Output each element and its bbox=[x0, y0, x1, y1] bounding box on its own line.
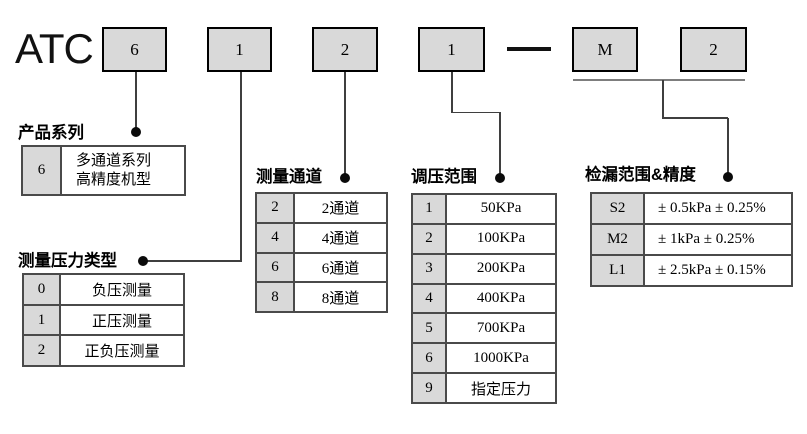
label-cell: 1000KPa bbox=[473, 349, 529, 366]
code-box-pressure-range: 1 bbox=[418, 27, 485, 72]
label-cell: ± 1kPa ± 0.25% bbox=[658, 231, 755, 247]
connector-line-pressure-range-v1 bbox=[451, 72, 453, 113]
code-cell: 4 bbox=[413, 284, 447, 313]
section-title-pressure-type: 测量压力类型 bbox=[18, 252, 117, 270]
connector-line-leak-v2 bbox=[727, 118, 729, 173]
section-title-product-series: 产品系列 bbox=[18, 124, 84, 142]
table-pressure-type: 0 负压测量 1 正压测量 2 正负压测量 bbox=[22, 273, 185, 367]
code-cell: 2 bbox=[24, 336, 61, 366]
code-box-leak-letter: M bbox=[572, 27, 638, 72]
code-cell: 0 bbox=[24, 275, 61, 304]
label-cell: 6通道 bbox=[321, 260, 360, 277]
table-row: 6 6通道 bbox=[257, 251, 386, 282]
table-row: 6 1000KPa bbox=[413, 342, 555, 373]
code-box-product-series: 6 bbox=[102, 27, 167, 72]
code-cell: M2 bbox=[592, 225, 645, 254]
code-box-pressure-type: 1 bbox=[207, 27, 272, 72]
label-cell: ± 2.5kPa ± 0.15% bbox=[658, 262, 766, 278]
connector-line-pressure-range-v2 bbox=[499, 112, 501, 174]
label-cell: 8通道 bbox=[321, 290, 360, 307]
connector-dot-pressure-type bbox=[138, 256, 148, 266]
label-cell: 400KPa bbox=[476, 290, 526, 306]
code-cell: 2 bbox=[257, 194, 295, 222]
connector-line-leak-h bbox=[662, 117, 728, 119]
brand-label: ATC bbox=[15, 25, 94, 72]
table-pressure-range: 1 50KPa 2 100KPa 3 200KPa 4 400KPa 5 700… bbox=[411, 193, 557, 404]
label-line-1: 多通道系列 bbox=[76, 152, 152, 169]
connector-line-pressure-type-h bbox=[147, 260, 241, 262]
label-cell: 指定压力 bbox=[470, 381, 531, 398]
connector-dot-pressure-range bbox=[495, 173, 505, 183]
table-row: S2 ± 0.5kPa ± 0.25% bbox=[592, 194, 791, 223]
code-cell: 6 bbox=[23, 147, 62, 194]
code-cell: 1 bbox=[24, 305, 61, 335]
code-cell: 4 bbox=[257, 223, 295, 252]
table-row: 2 2通道 bbox=[257, 194, 386, 222]
table-row: 0 负压测量 bbox=[24, 275, 183, 304]
table-row: 3 200KPa bbox=[413, 252, 555, 283]
label-cell: 50KPa bbox=[480, 200, 522, 217]
connector-line-pressure-range-h bbox=[451, 111, 500, 113]
label-cell: 200KPa bbox=[476, 260, 526, 277]
connector-line-series bbox=[135, 72, 137, 128]
table-row: 1 正压测量 bbox=[24, 303, 183, 335]
label-cell: 2通道 bbox=[321, 201, 360, 218]
connector-dot-leak bbox=[723, 172, 733, 182]
connector-line-channels bbox=[344, 72, 346, 174]
leak-group-underline bbox=[573, 79, 745, 81]
code-cell: 2 bbox=[413, 224, 447, 253]
table-row: 4 400KPa bbox=[413, 282, 555, 313]
code-cell: 3 bbox=[413, 254, 447, 283]
table-product-series: 6 多通道系列 高精度机型 bbox=[21, 145, 186, 196]
code-separator-dash bbox=[507, 47, 551, 51]
label-cell: 多通道系列 高精度机型 bbox=[62, 147, 184, 194]
code-cell: 6 bbox=[257, 253, 295, 282]
table-row: 2 100KPa bbox=[413, 222, 555, 253]
label-cell: 100KPa bbox=[476, 230, 526, 247]
table-row: 4 4通道 bbox=[257, 221, 386, 252]
table-row: 6 多通道系列 高精度机型 bbox=[23, 147, 184, 194]
connector-line-leak-v1 bbox=[662, 80, 664, 118]
label-cell: 正压测量 bbox=[91, 313, 152, 330]
code-cell: 9 bbox=[413, 374, 447, 403]
label-line-2: 高精度机型 bbox=[76, 171, 152, 188]
code-box-leak-number: 2 bbox=[680, 27, 747, 72]
label-cell: 负压测量 bbox=[91, 282, 152, 299]
table-channels: 2 2通道 4 4通道 6 6通道 8 8通道 bbox=[255, 192, 388, 313]
code-cell: 8 bbox=[257, 283, 295, 311]
table-row: M2 ± 1kPa ± 0.25% bbox=[592, 223, 791, 254]
label-cell: 4通道 bbox=[321, 231, 360, 248]
section-title-pressure-range: 调压范围 bbox=[411, 168, 477, 186]
label-cell: ± 0.5kPa ± 0.25% bbox=[658, 200, 766, 216]
section-title-leak-range: 检漏范围&精度 bbox=[585, 166, 696, 184]
label-cell: 700KPa bbox=[476, 319, 526, 336]
section-title-channels: 测量通道 bbox=[256, 168, 322, 186]
code-cell: S2 bbox=[592, 194, 645, 223]
code-box-channels: 2 bbox=[312, 27, 378, 72]
table-leak-range: S2 ± 0.5kPa ± 0.25% M2 ± 1kPa ± 0.25% L1… bbox=[590, 192, 793, 287]
table-row: 9 指定压力 bbox=[413, 372, 555, 403]
connector-dot-series bbox=[131, 127, 141, 137]
table-row: L1 ± 2.5kPa ± 0.15% bbox=[592, 254, 791, 285]
code-cell: 1 bbox=[413, 195, 447, 223]
table-row: 1 50KPa bbox=[413, 195, 555, 223]
code-cell: L1 bbox=[592, 256, 645, 285]
label-cell: 正负压测量 bbox=[84, 344, 160, 361]
connector-line-pressure-type-v bbox=[240, 72, 242, 262]
code-cell: 6 bbox=[413, 344, 447, 373]
table-row: 2 正负压测量 bbox=[24, 334, 183, 366]
code-cell: 5 bbox=[413, 314, 447, 343]
table-row: 5 700KPa bbox=[413, 312, 555, 343]
connector-dot-channels bbox=[340, 173, 350, 183]
table-row: 8 8通道 bbox=[257, 281, 386, 311]
